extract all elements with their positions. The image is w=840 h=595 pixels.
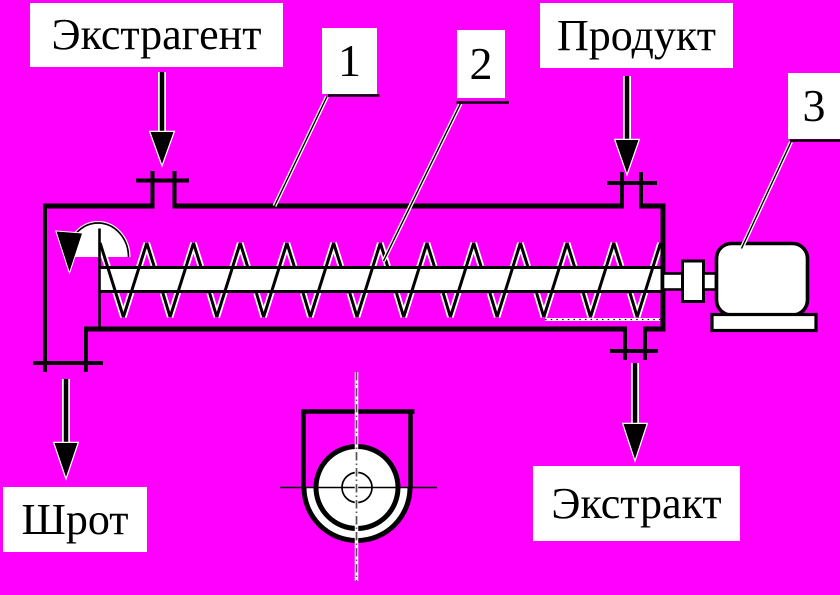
label-extragent: Экстрагент <box>30 3 283 67</box>
label-product: Продукт <box>540 3 733 68</box>
outlet-nozzle-extract <box>610 326 658 360</box>
flow-arrow-shrot <box>52 379 80 481</box>
motor-base <box>710 312 818 333</box>
label-shrot: Шрот <box>3 487 147 552</box>
coupling <box>681 259 705 303</box>
callout-number-3: 3 <box>788 73 840 139</box>
shaft-stub <box>661 272 684 291</box>
leader-line-2 <box>382 103 462 262</box>
callout-number-2: 2 <box>457 30 505 98</box>
motor-body <box>714 241 810 317</box>
shaft-stub-2 <box>702 272 718 291</box>
screw-flights <box>97 228 666 329</box>
rotation-arrow-icon <box>55 221 131 275</box>
inlet-nozzle-product <box>607 172 657 209</box>
leader-line-1 <box>273 96 328 207</box>
screw-shaft <box>99 266 666 293</box>
flow-arrow-extract <box>621 363 649 464</box>
vessel-body <box>33 171 666 372</box>
flow-arrow-extragent <box>148 72 176 168</box>
flow-arrow-product <box>613 76 641 177</box>
callout-number-1: 1 <box>322 28 377 94</box>
leader-line-3 <box>740 141 792 249</box>
drive-motor <box>661 241 818 333</box>
label-extract: Экстракт <box>533 466 740 541</box>
callout-leaders <box>272 94 840 262</box>
cross-section-view <box>280 372 437 581</box>
inlet-nozzle-extragent <box>136 171 189 209</box>
